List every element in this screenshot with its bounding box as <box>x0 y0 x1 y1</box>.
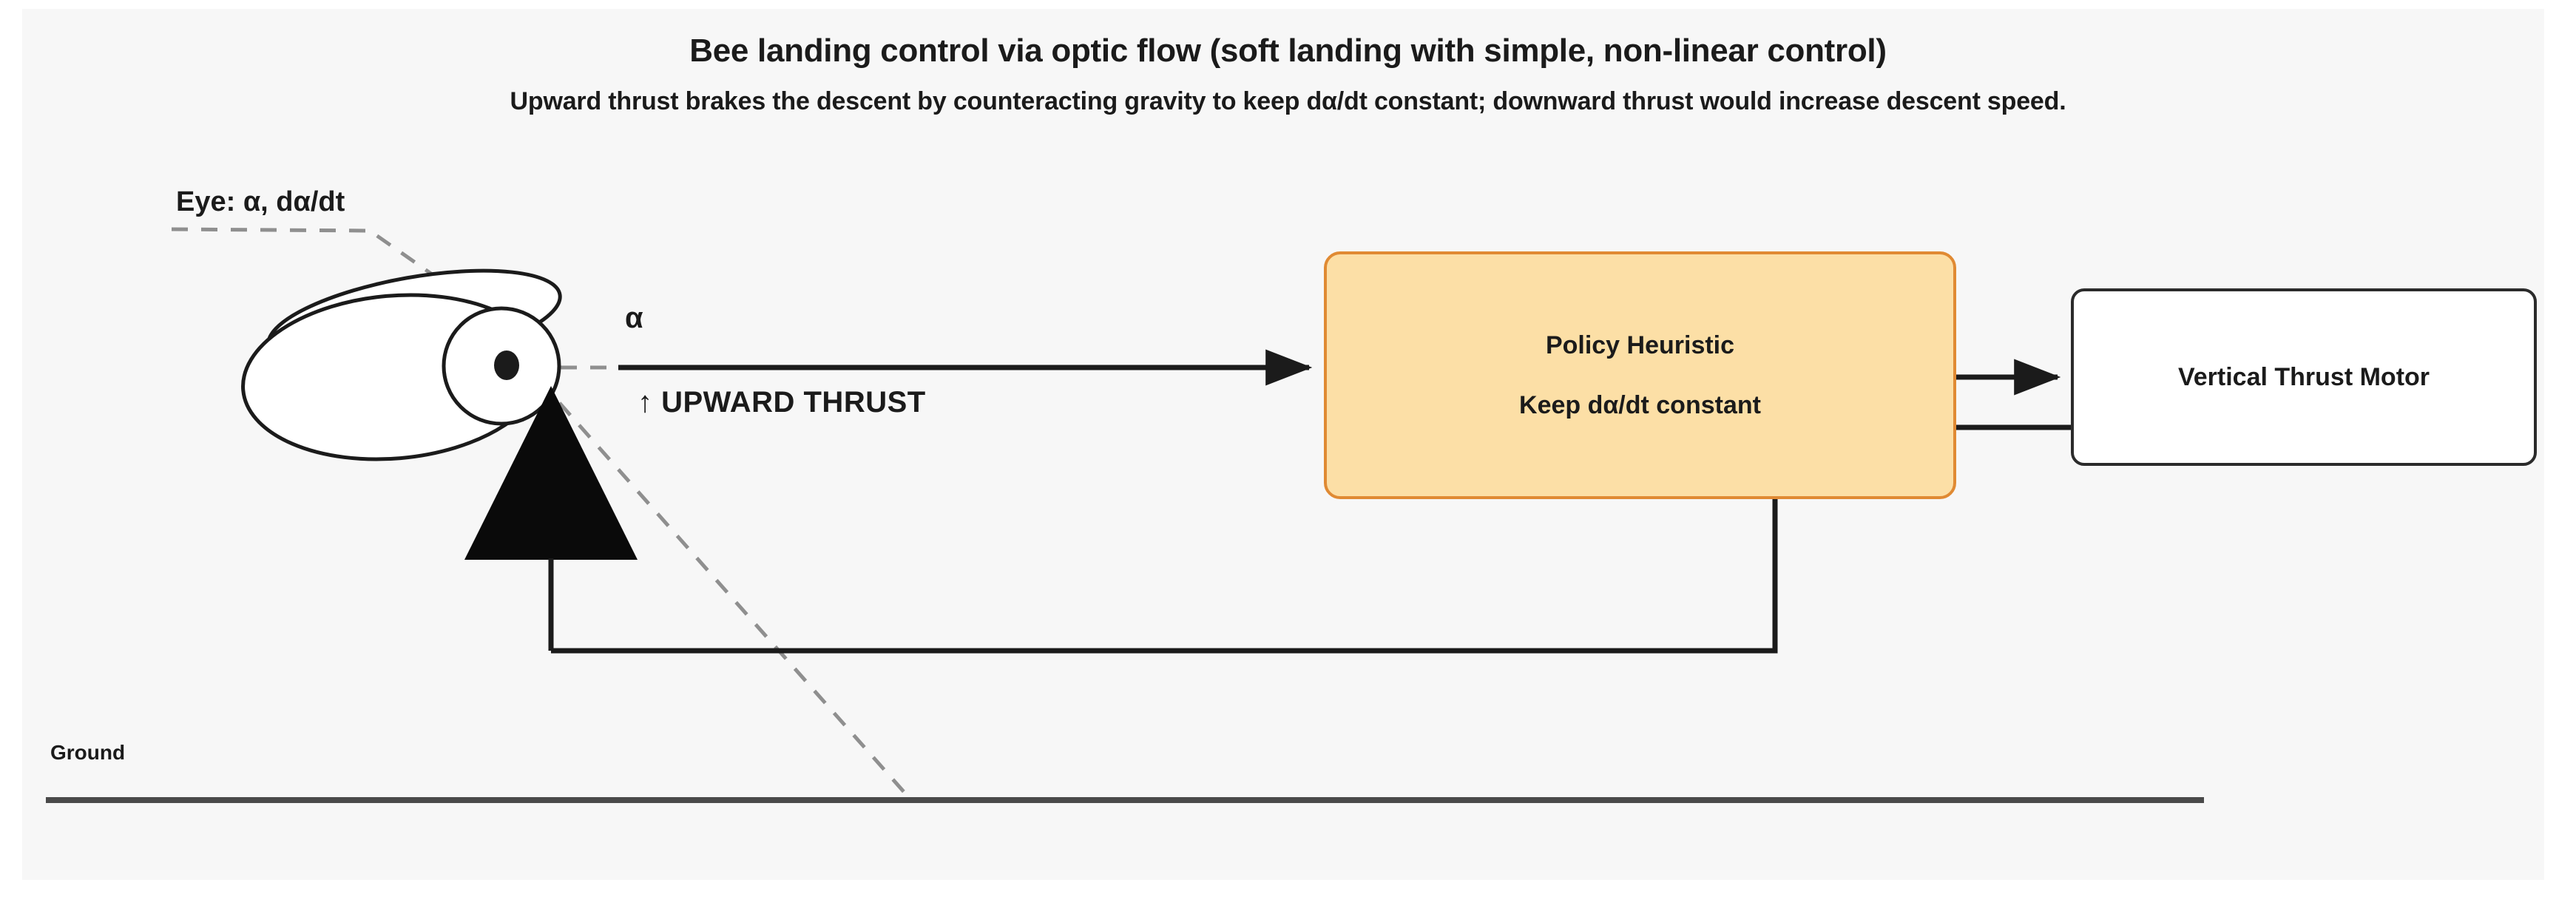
policy-heuristic-node[interactable]: Policy Heuristic Keep dα/dt constant <box>1324 251 1956 499</box>
upward-thrust-arrow-triangle <box>464 386 638 560</box>
alpha-signal-label: α <box>625 302 643 334</box>
optic-flow-diagonal-dashed-line <box>538 379 913 802</box>
bee-eye-pupil <box>494 350 519 380</box>
upward-thrust-label: ↑ UPWARD THRUST <box>638 386 926 419</box>
page-subtitle: Upward thrust brakes the descent by coun… <box>510 87 2066 115</box>
page-title: Bee landing control via optic flow (soft… <box>689 33 1887 69</box>
policy-heuristic-rule: Keep dα/dt constant <box>1519 390 1761 419</box>
eye-leader-dashed-line <box>171 227 519 336</box>
vertical-thrust-motor-node[interactable]: Vertical Thrust Motor <box>2071 288 2537 466</box>
eye-sensor-label: Eye: α, dα/dt <box>176 186 345 217</box>
ground-label: Ground <box>50 741 126 764</box>
policy-heuristic-title: Policy Heuristic <box>1545 331 1735 359</box>
vertical-thrust-motor-title: Vertical Thrust Motor <box>2177 362 2430 391</box>
